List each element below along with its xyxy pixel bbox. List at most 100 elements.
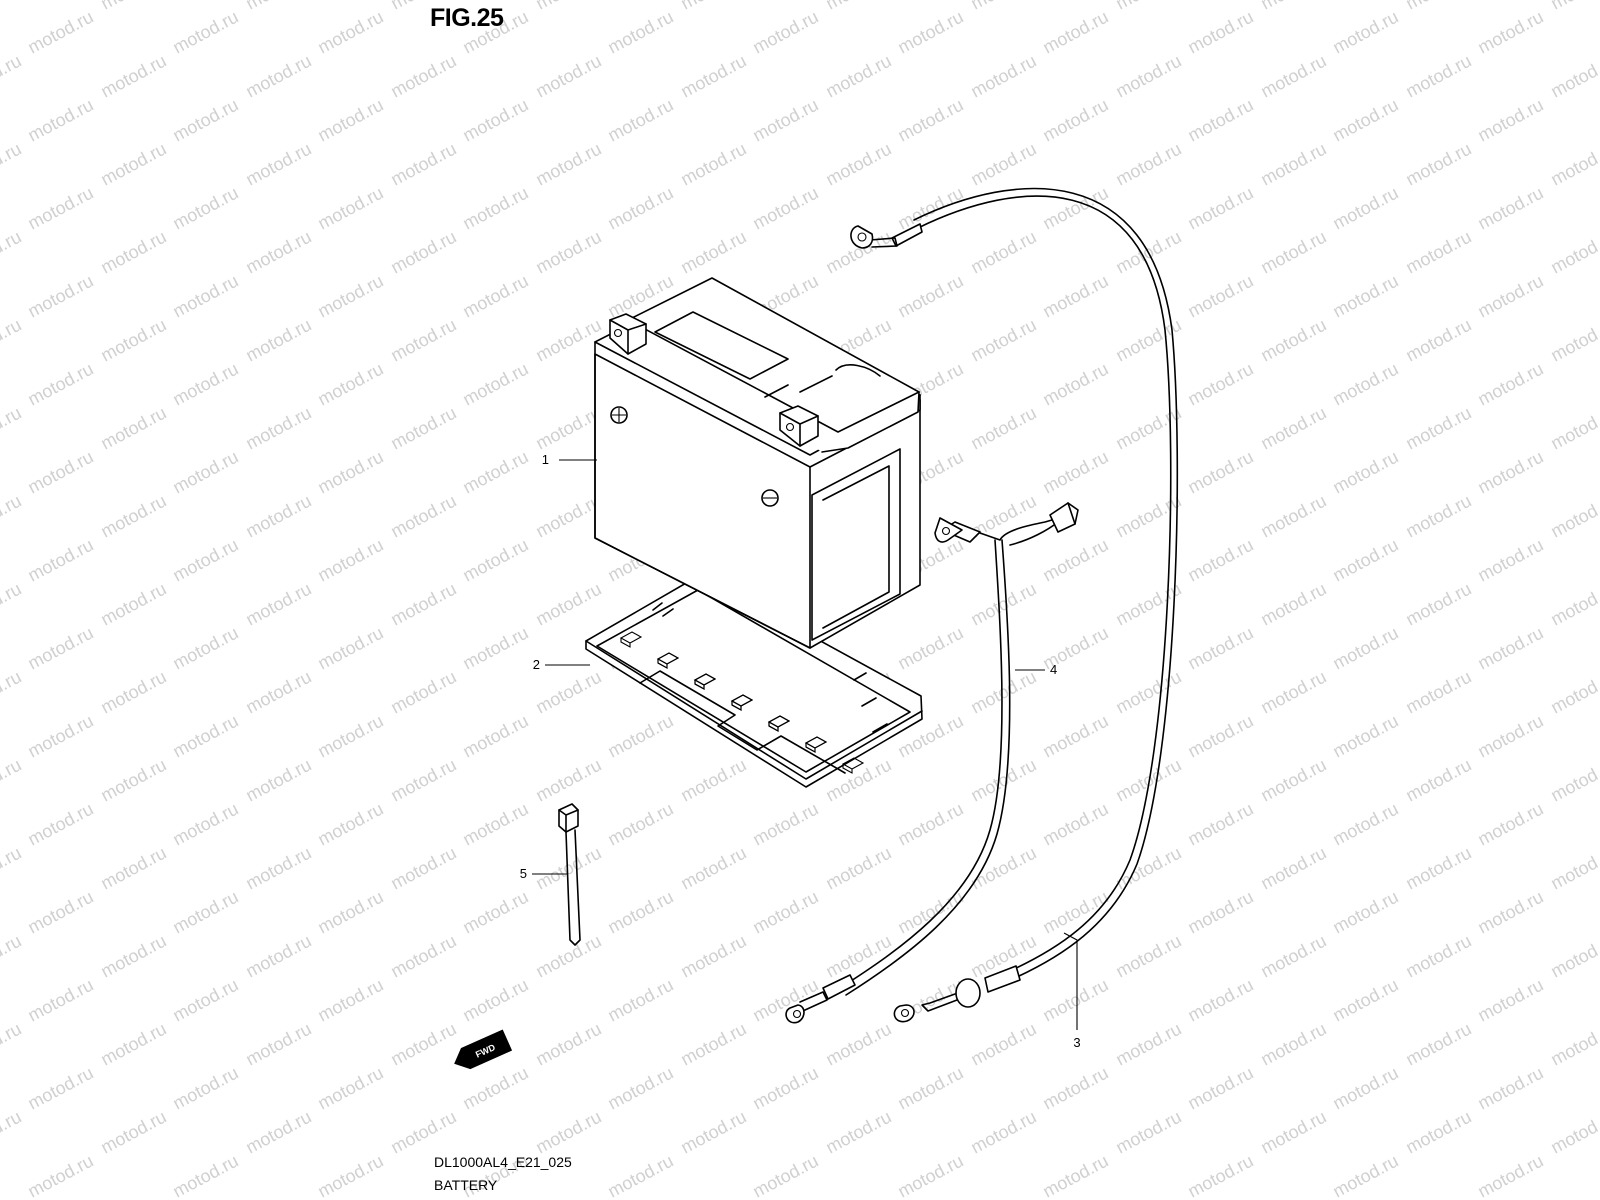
watermark-text: motod.ru xyxy=(1112,843,1184,894)
watermark-text: motod.ru xyxy=(1112,667,1184,718)
watermark-text: motod.ru xyxy=(1547,931,1600,982)
watermark-text: motod.ru xyxy=(1402,139,1474,190)
watermark-text: motod.ru xyxy=(532,755,604,806)
watermark-text: motod.ru xyxy=(314,271,386,322)
watermark-text: motod.ru xyxy=(387,227,459,278)
watermark-text: motod.ru xyxy=(97,755,169,806)
watermark-text: motod.ru xyxy=(169,799,241,850)
watermark-text: motod.ru xyxy=(1547,1019,1600,1070)
watermark-text: motod.ru xyxy=(97,579,169,630)
watermark-text: motod.ru xyxy=(1039,887,1111,938)
watermark-text: motod.ru xyxy=(97,315,169,366)
watermark-text: motod.ru xyxy=(242,667,314,718)
watermark-text: motod.ru xyxy=(1329,447,1401,498)
watermark-text: motod.ru xyxy=(1039,799,1111,850)
watermark-text: motod.ru xyxy=(604,711,676,762)
watermark-text: motod.ru xyxy=(749,183,821,234)
watermark-text: motod.ru xyxy=(894,799,966,850)
watermark-text: motod.ru xyxy=(24,887,96,938)
cable-tie xyxy=(558,803,581,946)
watermark-text: motod.ru xyxy=(1329,799,1401,850)
watermark-text: motod.ru xyxy=(0,491,25,542)
figure-code: DL1000AL4_E21_025 xyxy=(434,1154,572,1170)
watermark-text: motod.ru xyxy=(1184,1151,1256,1200)
watermark-text: motod.ru xyxy=(459,975,531,1026)
watermark-text: motod.ru xyxy=(1257,1107,1329,1158)
watermark-text: motod.ru xyxy=(1329,271,1401,322)
watermark-text: motod.ru xyxy=(1112,51,1184,102)
watermark-text: motod.ru xyxy=(1329,1151,1401,1200)
watermark-text: motod.ru xyxy=(1402,667,1474,718)
watermark-text: motod.ru xyxy=(1039,183,1111,234)
watermark-text: motod.ru xyxy=(24,623,96,674)
watermark-text: motod.ru xyxy=(169,1151,241,1200)
watermark-text: motod.ru xyxy=(387,403,459,454)
tray-slot xyxy=(619,631,643,648)
watermark-text: motod.ru xyxy=(967,1107,1039,1158)
watermark-text: motod.ru xyxy=(749,887,821,938)
watermark-text: motod.ru xyxy=(169,887,241,938)
watermark-text: motod.ru xyxy=(1184,623,1256,674)
watermark-text: motod.ru xyxy=(1402,579,1474,630)
watermark-text: motod.ru xyxy=(314,447,386,498)
watermark-text: motod.ru xyxy=(0,1107,25,1158)
watermark-text: motod.ru xyxy=(314,95,386,146)
callout-3: 3 xyxy=(1073,1035,1080,1050)
tray-slot xyxy=(656,652,680,669)
watermark-text: motod.ru xyxy=(1329,535,1401,586)
watermark-text: motod.ru xyxy=(1257,403,1329,454)
watermark-text: motod.ru xyxy=(967,227,1039,278)
watermark-text: motod.ru xyxy=(169,7,241,58)
tray-slots xyxy=(619,631,865,774)
watermark-text: motod.ru xyxy=(604,887,676,938)
watermark-text: motod.ru xyxy=(677,51,749,102)
watermark-text: motod.ru xyxy=(967,667,1039,718)
watermark-text: motod.ru xyxy=(97,843,169,894)
watermark-text: motod.ru xyxy=(242,139,314,190)
watermark-text: motod.ru xyxy=(1474,359,1546,410)
watermark-text: motod.ru xyxy=(967,1019,1039,1070)
watermark-text: motod.ru xyxy=(1547,491,1600,542)
watermark-text: motod.ru xyxy=(314,887,386,938)
watermark-text: motod.ru xyxy=(459,799,531,850)
watermark-text: motod.ru xyxy=(1474,7,1546,58)
watermark-text: motod.ru xyxy=(1257,227,1329,278)
watermark-text: motod.ru xyxy=(1329,711,1401,762)
watermark-text: motod.ru xyxy=(822,0,894,14)
watermark-text: motod.ru xyxy=(894,1151,966,1200)
watermark-text: motod.ru xyxy=(97,1019,169,1070)
watermark-text: motod.ru xyxy=(894,95,966,146)
watermark-text: motod.ru xyxy=(749,799,821,850)
watermark-text: motod.ru xyxy=(1474,799,1546,850)
watermark-text: motod.ru xyxy=(1547,843,1600,894)
watermark-text: motod.ru xyxy=(967,579,1039,630)
watermark-text: motod.ru xyxy=(242,491,314,542)
watermark-text: motod.ru xyxy=(242,931,314,982)
watermark-text: motod.ru xyxy=(1039,447,1111,498)
watermark-text: motod.ru xyxy=(1039,535,1111,586)
watermark-text: motod.ru xyxy=(97,51,169,102)
watermark-text: motod.ru xyxy=(314,535,386,586)
tray-slot xyxy=(804,736,828,753)
watermark-text: motod.ru xyxy=(1257,491,1329,542)
watermark-text: motod.ru xyxy=(0,1019,25,1070)
watermark-text: motod.ru xyxy=(1402,491,1474,542)
watermark-text: motod.ru xyxy=(24,359,96,410)
watermark-text: motod.ru xyxy=(314,359,386,410)
watermark-text: motod.ru xyxy=(0,0,25,14)
tray-slot xyxy=(693,673,717,690)
watermark-text: motod.ru xyxy=(677,1019,749,1070)
watermark-text: motod.ru xyxy=(1474,183,1546,234)
watermark-text: motod.ru xyxy=(169,711,241,762)
watermark-text: motod.ru xyxy=(1257,931,1329,982)
watermark-text: motod.ru xyxy=(459,887,531,938)
watermark-text: motod.ru xyxy=(459,1063,531,1114)
watermark-text: motod.ru xyxy=(387,843,459,894)
watermark-text: motod.ru xyxy=(314,975,386,1026)
watermark-text: motod.ru xyxy=(1184,7,1256,58)
callout-4: 4 xyxy=(1050,662,1057,677)
watermark-text: motod.ru xyxy=(1547,1107,1600,1158)
tray-slot xyxy=(730,694,754,711)
watermark-text: motod.ru xyxy=(894,271,966,322)
